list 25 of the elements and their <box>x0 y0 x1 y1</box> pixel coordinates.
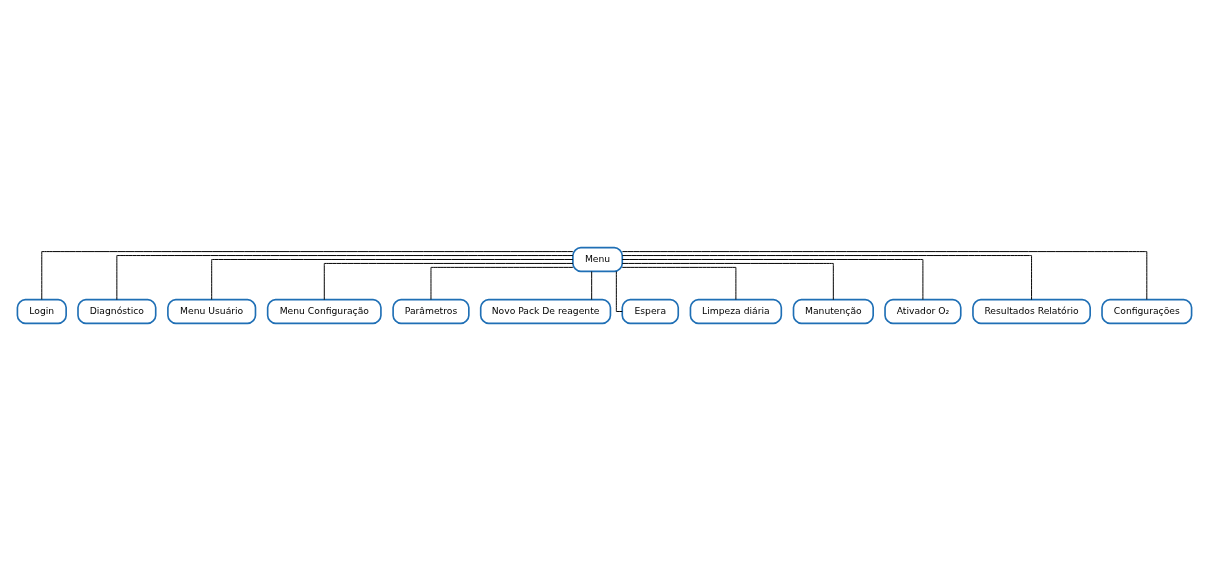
node-box: Menu <box>572 246 624 273</box>
node-box: Parâmetros <box>392 298 470 325</box>
node-box: Manutenção <box>792 298 874 325</box>
connector <box>41 251 574 300</box>
node-box: Diagnóstico <box>77 298 157 325</box>
connector <box>621 251 1148 300</box>
connector <box>211 259 574 300</box>
node-box: Limpeza diária <box>689 298 783 325</box>
connector <box>430 266 574 300</box>
node-box: Menu Usuário <box>167 298 257 325</box>
connector <box>615 271 623 312</box>
connector <box>621 259 924 300</box>
node-box: Ativador O₂ <box>884 298 962 325</box>
node-box: Login <box>16 298 67 325</box>
connector <box>621 262 834 301</box>
node-box: Menu Configuração <box>266 298 382 325</box>
connector <box>591 271 593 300</box>
connector <box>621 266 737 300</box>
connector <box>622 255 1033 301</box>
node-box: Espera <box>621 298 680 325</box>
node-box: Novo Pack De reagente <box>479 298 612 325</box>
connector <box>116 255 574 301</box>
node-box: Resultados Relatório <box>972 298 1091 325</box>
node-box: Configurações <box>1101 298 1193 325</box>
connector <box>323 262 574 301</box>
